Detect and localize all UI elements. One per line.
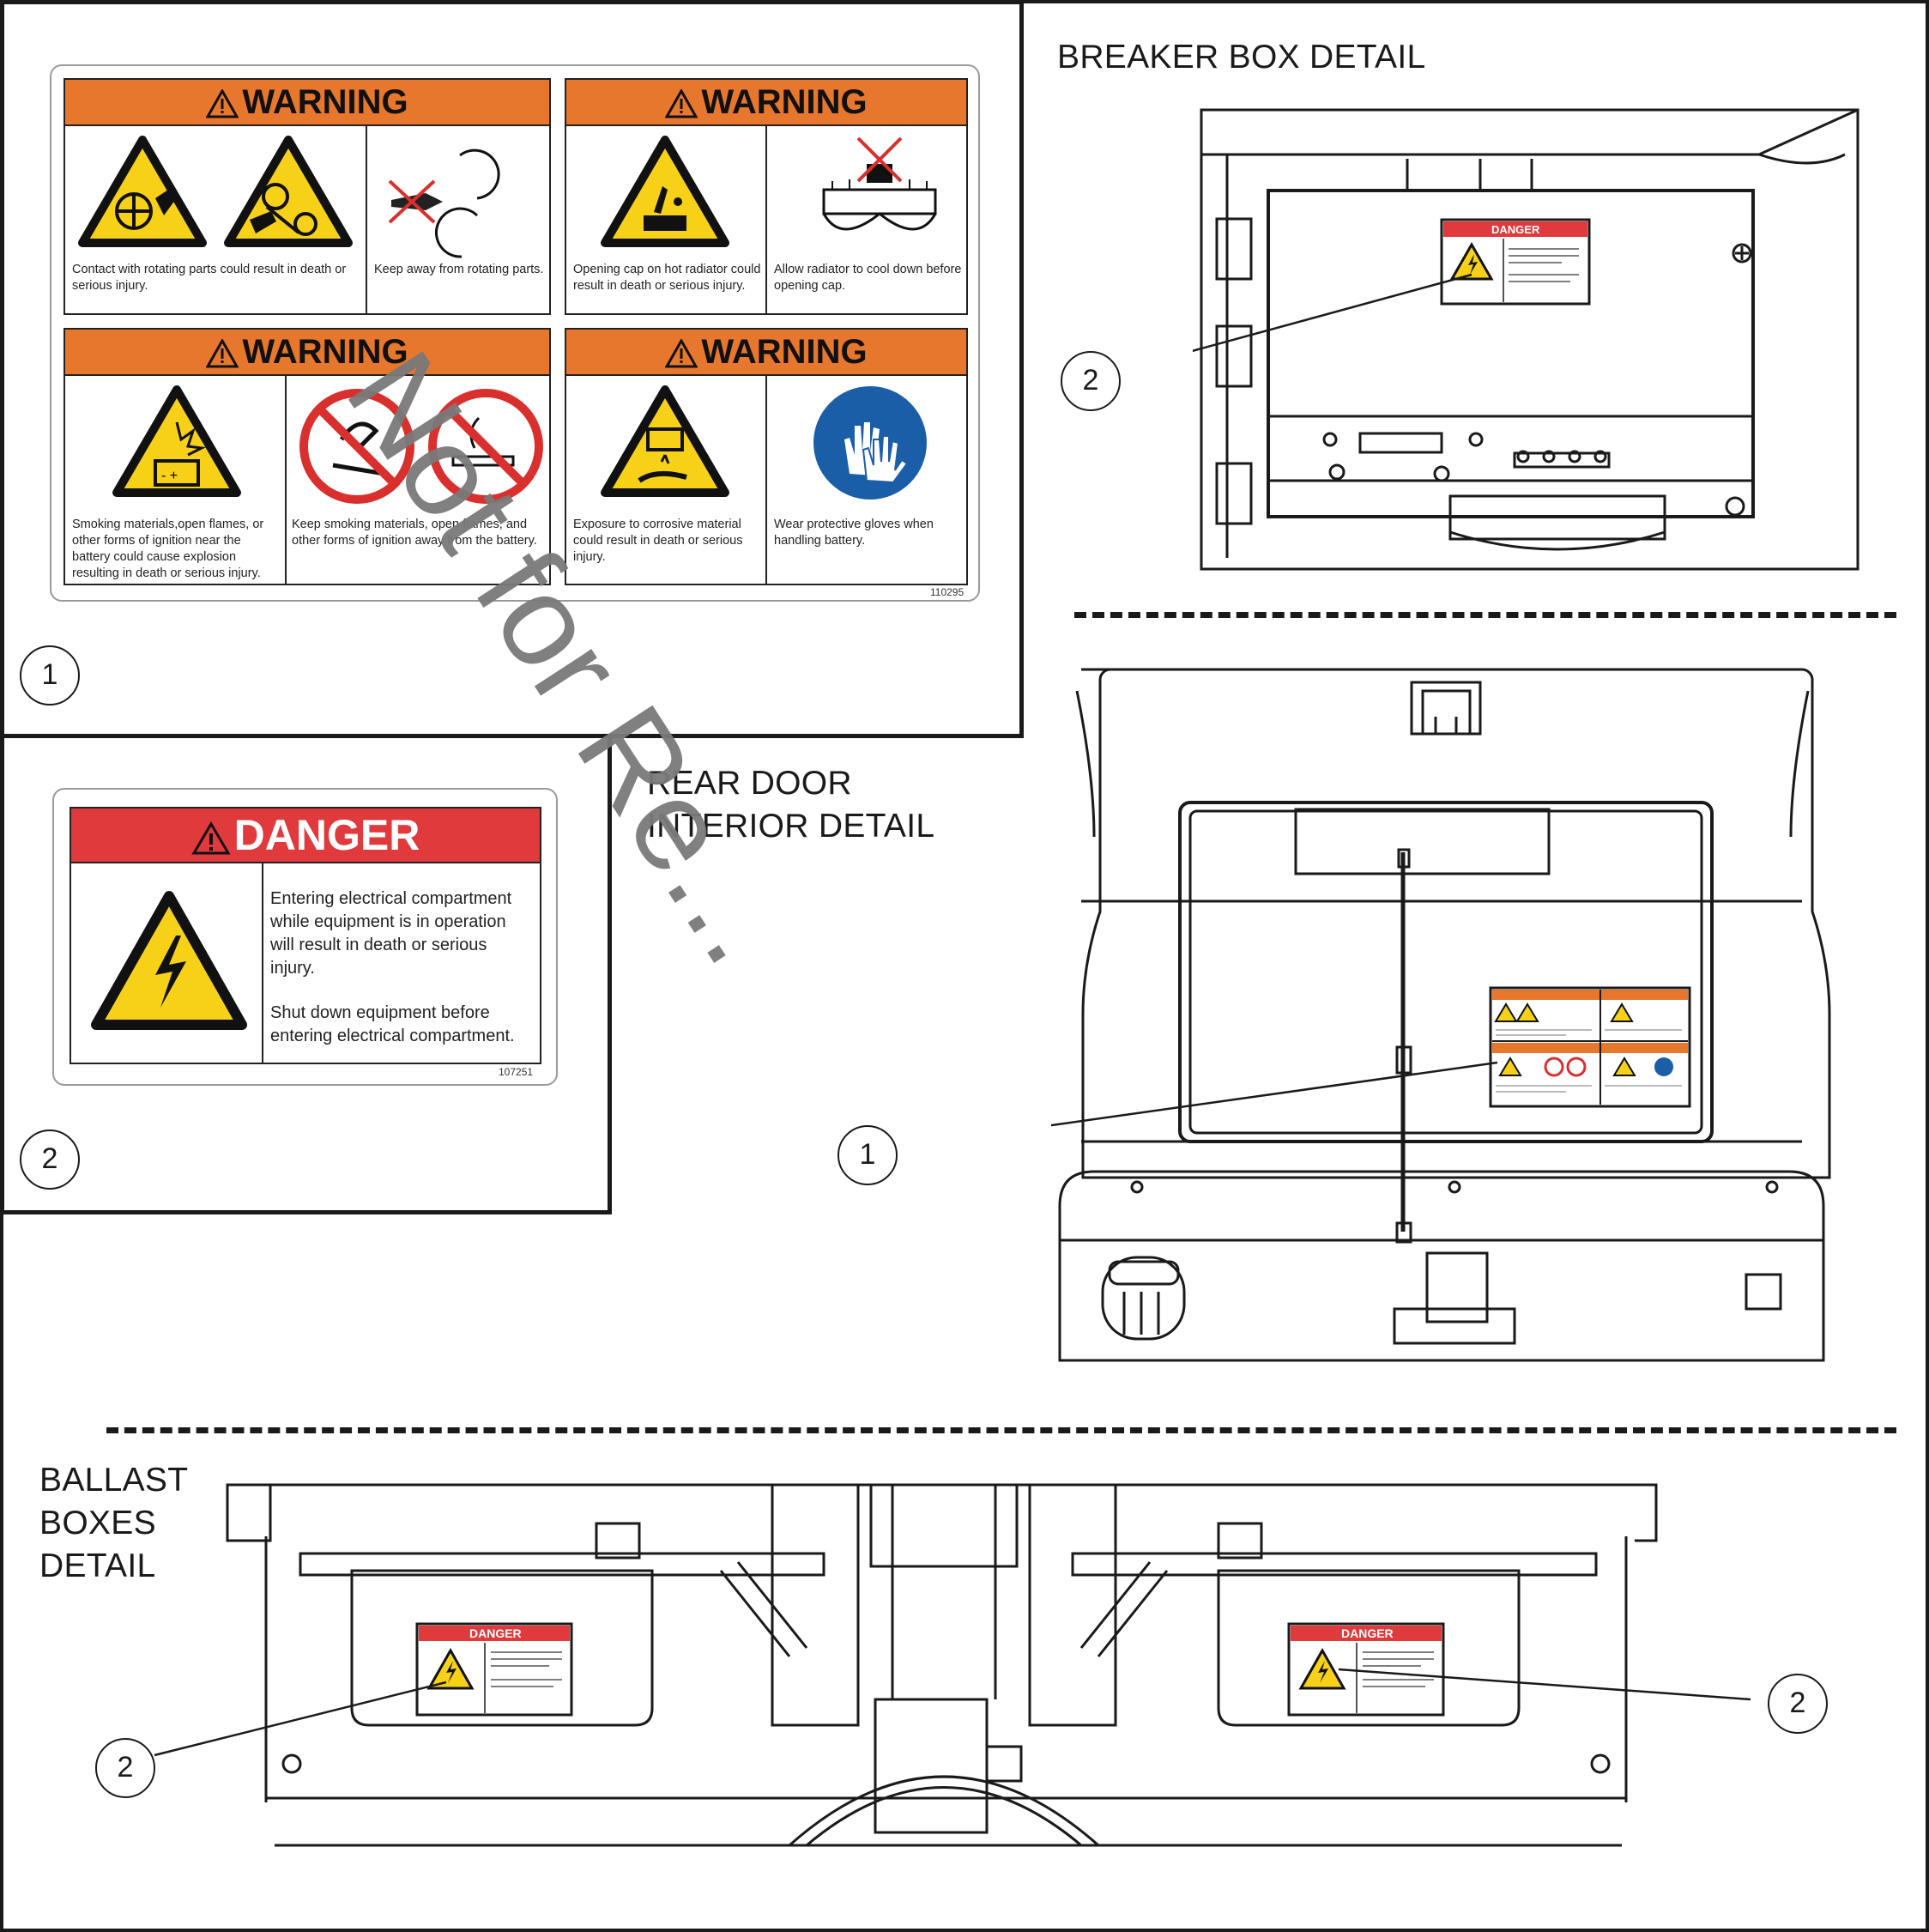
danger-header-text: DANGER bbox=[233, 811, 420, 859]
separator-dashed bbox=[1074, 612, 1896, 618]
warning-text: Exposure to corrosive material could res… bbox=[573, 518, 743, 564]
warning-panel-battery-explosion: WARNING - + Smoking materials,open flame… bbox=[63, 328, 551, 585]
corrosive-hazard-icon bbox=[601, 385, 729, 497]
warning-panel-corrosive: WARNING Exposure to corrosive material c… bbox=[565, 328, 968, 585]
callout-breaker: 2 bbox=[1061, 351, 1121, 411]
callout-ballast-right: 2 bbox=[1768, 1674, 1828, 1734]
instruction-text: Keep away from rotating parts. bbox=[374, 263, 544, 276]
warning-header-text: WARNING bbox=[242, 333, 408, 371]
warning-header-text: WARNING bbox=[701, 333, 868, 371]
callout-1: 1 bbox=[20, 645, 80, 706]
warning-header: WARNING bbox=[566, 330, 966, 376]
warning-panel-rotating: WARNING Contact with rotating parts coul… bbox=[63, 78, 551, 315]
warning-header-text: WARNING bbox=[242, 83, 408, 121]
warning-text: Opening cap on hot radiator could result… bbox=[573, 263, 761, 293]
breaker-box-title: BREAKER BOX DETAIL bbox=[1057, 39, 1426, 76]
danger-decal: DANGER Entering electrical compartment w… bbox=[52, 788, 558, 1086]
rear-door-title-1: REAR DOOR bbox=[647, 765, 852, 802]
rear-door-drawing bbox=[1051, 668, 1831, 1362]
instruction-text: Keep smoking materials, open flames, and… bbox=[292, 518, 537, 548]
svg-text:DANGER: DANGER bbox=[1491, 223, 1540, 236]
alert-icon bbox=[665, 339, 698, 368]
danger-text-2: Shut down equipment before entering elec… bbox=[270, 1003, 515, 1045]
warning-header-text: WARNING bbox=[701, 83, 868, 121]
gloves-required-icon bbox=[813, 386, 927, 500]
ballast-title-1: BALLAST bbox=[39, 1462, 189, 1499]
keep-away-icon bbox=[388, 148, 500, 258]
alert-icon bbox=[665, 89, 698, 118]
ballast-boxes-drawing: DANGER DANGER bbox=[154, 1483, 1751, 1847]
radiator-cool-icon bbox=[822, 136, 937, 231]
danger-text-1: Entering electrical compartment while eq… bbox=[270, 889, 512, 978]
part-number: 110295 bbox=[930, 586, 964, 598]
ballast-title-3: DETAIL bbox=[39, 1547, 156, 1584]
breaker-box-drawing: DANGER bbox=[1193, 108, 1859, 571]
rear-door-title-2: INTERIOR DETAIL bbox=[647, 808, 935, 845]
warning-text: Smoking materials,open flames, or other … bbox=[72, 518, 264, 580]
warning-panel-radiator: WARNING Opening cap on hot radiator coul… bbox=[565, 78, 968, 315]
alert-icon bbox=[191, 821, 231, 855]
svg-text:DANGER: DANGER bbox=[469, 1626, 522, 1640]
mini-danger-decal: DANGER bbox=[1440, 218, 1591, 306]
warning-header: WARNING bbox=[566, 80, 966, 126]
callout-rear-door: 1 bbox=[838, 1125, 898, 1185]
battery-explosion-hazard-icon: - + bbox=[112, 385, 241, 497]
rotating-parts-hazard-icon bbox=[78, 136, 353, 247]
warning-decal: WARNING Contact with rotating parts coul… bbox=[50, 64, 980, 602]
warning-text: Contact with rotating parts could result… bbox=[72, 263, 347, 293]
callout-2: 2 bbox=[20, 1130, 80, 1190]
no-flame-no-smoking-icons bbox=[299, 389, 543, 504]
mini-warning-decal bbox=[1489, 986, 1691, 1108]
callout-ballast-left: 2 bbox=[95, 1738, 155, 1798]
danger-panel: DANGER Entering electrical compartment w… bbox=[70, 807, 541, 1064]
danger-header: DANGER bbox=[71, 809, 540, 863]
mini-danger-decal: DANGER bbox=[415, 1622, 573, 1717]
warning-header: WARNING bbox=[65, 80, 549, 126]
warning-header: WARNING bbox=[65, 330, 549, 376]
instruction-text: Wear protective gloves when handling bat… bbox=[774, 518, 934, 548]
separator-dashed bbox=[106, 1427, 1896, 1433]
alert-icon bbox=[206, 89, 239, 118]
electrical-shock-hazard-icon bbox=[91, 891, 247, 1030]
alert-icon bbox=[206, 339, 239, 368]
ballast-title-2: BOXES bbox=[39, 1505, 156, 1541]
mini-danger-decal: DANGER bbox=[1287, 1622, 1445, 1717]
part-number: 107251 bbox=[499, 1066, 534, 1078]
svg-text:DANGER: DANGER bbox=[1341, 1626, 1394, 1640]
instruction-text: Allow radiator to cool down before openi… bbox=[774, 263, 962, 293]
svg-text:- +: - + bbox=[161, 469, 178, 483]
hot-radiator-hazard-icon bbox=[601, 136, 729, 247]
